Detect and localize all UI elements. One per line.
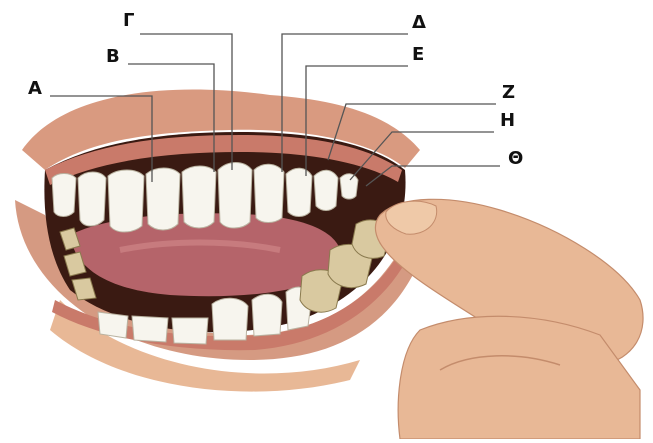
tooth-l4 — [212, 298, 248, 340]
label-alpha: Α — [28, 80, 42, 98]
tooth-u5 — [182, 166, 216, 228]
tooth-u4 — [146, 168, 180, 230]
label-eta: Η — [500, 112, 515, 130]
label-zeta: Ζ — [502, 84, 515, 102]
tooth-u9 — [314, 170, 338, 210]
tooth-u6 — [218, 163, 252, 229]
tooth-u8 — [286, 168, 312, 216]
tooth-u2 — [78, 172, 106, 226]
tooth-l1 — [98, 312, 128, 338]
tooth-l3 — [172, 318, 208, 344]
tooth-u1 — [52, 174, 76, 217]
tooth-l2 — [132, 316, 168, 342]
label-delta: Δ — [412, 14, 426, 32]
label-gamma: Γ — [123, 12, 134, 30]
tooth-u7 — [254, 164, 284, 222]
tooth-u10 — [340, 174, 358, 199]
label-theta: Θ — [508, 150, 523, 168]
tooth-l5 — [252, 294, 282, 336]
tooth-u3 — [108, 170, 144, 232]
label-beta: Β — [106, 48, 120, 66]
label-epsilon: Ε — [412, 46, 424, 64]
